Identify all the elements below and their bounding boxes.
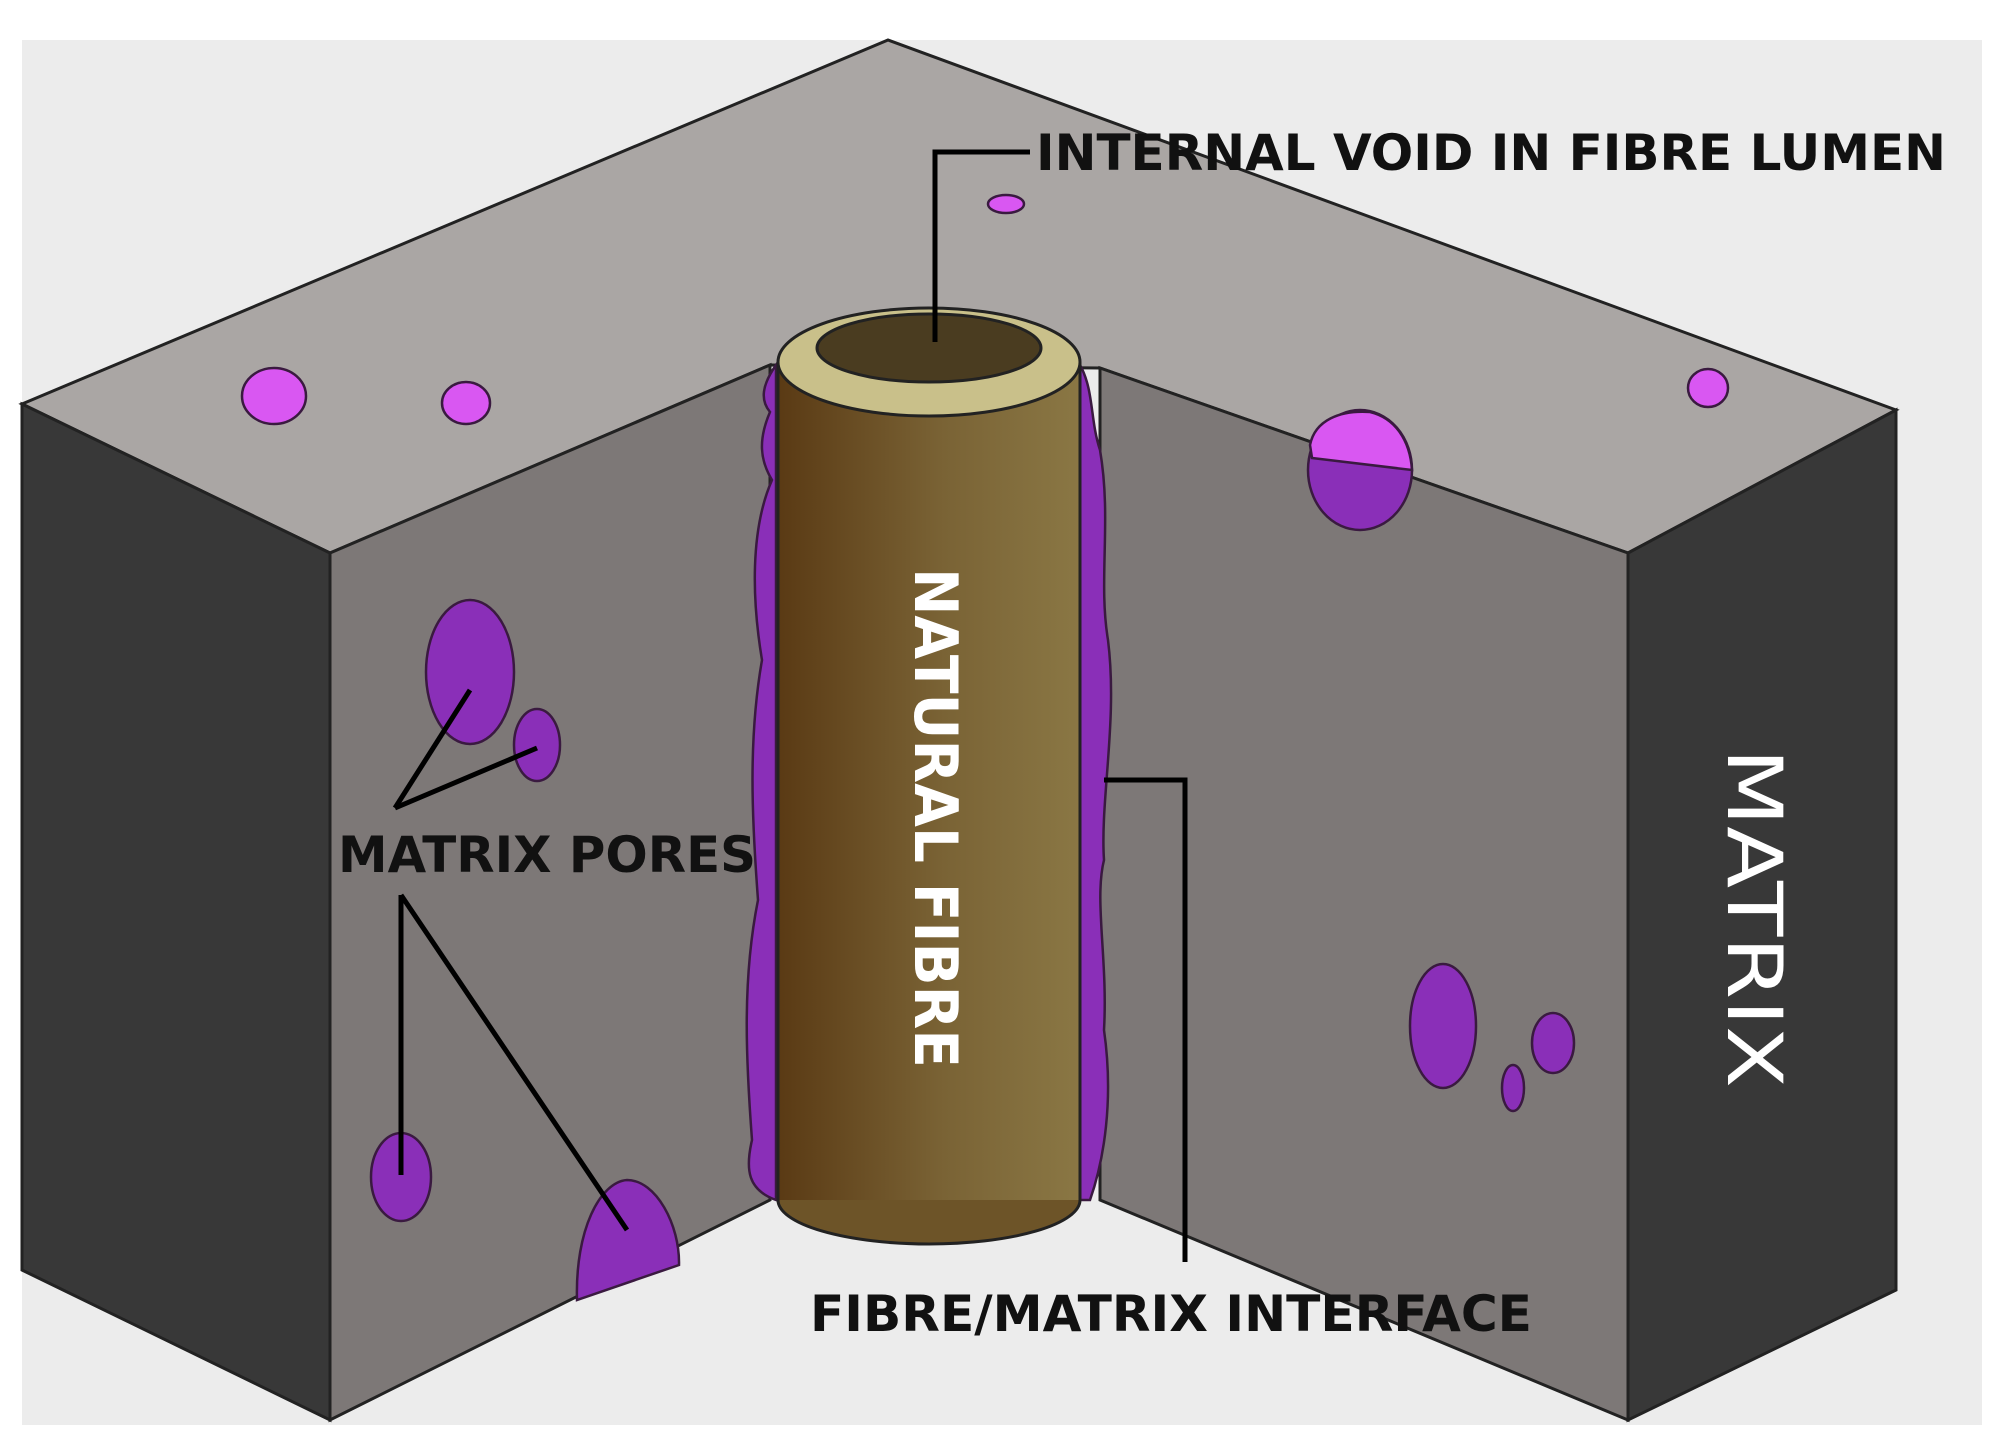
matrix-pores-top: [240, 193, 1730, 426]
label-natural-fibre: NATURAL FIBRE: [900, 568, 970, 1068]
pore: [1500, 1063, 1526, 1113]
matrix-pores-left: [369, 598, 681, 1302]
label-matrix-pores: MATRIX PORES: [338, 826, 756, 884]
pore-top-part: [1308, 410, 1414, 472]
pore: [1530, 1011, 1576, 1075]
leader-pore-1: [392, 688, 473, 810]
matrix-right-outer-face: [1626, 407, 1898, 1423]
edge-pore: [1306, 408, 1414, 532]
pore: [512, 707, 562, 783]
fibre-lumen: [815, 312, 1043, 384]
leader-internal-void: [932, 149, 1030, 342]
label-matrix: MATRIX: [1710, 748, 1799, 1088]
pore: [986, 193, 1026, 215]
interface-left: [745, 361, 778, 1202]
pore: [424, 598, 516, 746]
interface-right: [1076, 360, 1113, 1202]
pore: [240, 366, 308, 426]
matrix-pores-right: [1408, 962, 1576, 1113]
matrix-left-outer-face: [20, 401, 332, 1423]
label-fibre-matrix-interface: FIBRE/MATRIX INTERFACE: [810, 1285, 1532, 1343]
leader-interface: [1104, 777, 1188, 1262]
label-internal-void: INTERNAL VOID IN FIBRE LUMEN: [1036, 124, 1946, 182]
leader-pore-2: [394, 745, 538, 811]
pore: [1686, 367, 1730, 409]
natural-fibre: [776, 306, 1082, 1246]
leader-pore-4: [398, 893, 630, 1232]
pore: [575, 1178, 681, 1302]
pore: [1408, 962, 1478, 1090]
pore: [440, 380, 492, 426]
